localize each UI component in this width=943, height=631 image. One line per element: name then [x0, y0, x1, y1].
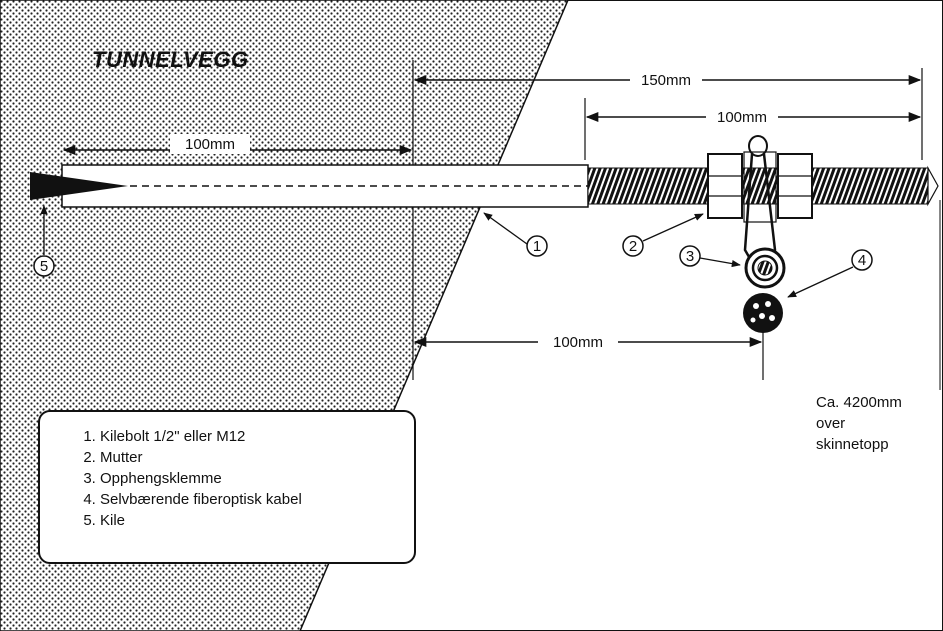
fiber-strand-3 — [759, 313, 765, 319]
legend-item-2: Mutter — [100, 447, 414, 468]
legend-list: Kilebolt 1/2" eller M12 Mutter Opphengsk… — [80, 426, 414, 531]
fiber-strand-1 — [753, 303, 759, 309]
callout-5-circle — [33, 255, 55, 277]
legend-item-5: Kile — [100, 510, 414, 531]
dim-label-thread-100: 100mm — [717, 109, 767, 126]
height-note-line-2: over — [816, 415, 846, 432]
fiber-strand-5 — [750, 317, 756, 323]
dim-label-bottom-100: 100mm — [553, 334, 603, 351]
clamp-messenger-wire — [757, 260, 773, 276]
callout-5-number: 5 — [40, 258, 48, 275]
callout-3-leader — [699, 257, 741, 268]
callout-4-leader — [787, 266, 854, 298]
legend-box: Kilebolt 1/2" eller M12 Mutter Opphengsk… — [38, 410, 416, 564]
dim-label-150: 150mm — [641, 72, 691, 89]
legend-item-3: Opphengsklemme — [100, 468, 414, 489]
legend-item-4: Selvbærende fiberoptisk kabel — [100, 489, 414, 510]
nut-left — [707, 153, 743, 219]
nut-right — [777, 153, 813, 219]
bolt-thread — [587, 167, 929, 205]
callout-2-circle — [622, 235, 644, 257]
dim-label-bg-thread — [706, 107, 778, 127]
wedge — [30, 172, 128, 200]
legend-item-1: Kilebolt 1/2" eller M12 — [100, 426, 414, 447]
dim-label-embed-100: 100mm — [185, 136, 235, 153]
wall-title: TUNNELVEGG — [92, 47, 249, 72]
callout-3-number: 3 — [686, 248, 694, 265]
callout-2-number: 2 — [629, 238, 637, 255]
dim-label-bg-150 — [630, 70, 702, 90]
fiber-cable-jacket — [743, 293, 783, 333]
height-note-line-3: skinnetopp — [816, 436, 889, 453]
callout-3-circle — [679, 245, 701, 267]
fiber-strand-2 — [765, 301, 771, 307]
callout-1-leader — [483, 212, 528, 245]
clamp-body — [743, 151, 777, 223]
dim-label-bg-bottom — [538, 332, 618, 352]
callout-4-circle — [851, 249, 873, 271]
height-note-line-1: Ca. 4200mm — [816, 394, 902, 411]
callout-4-number: 4 — [858, 252, 866, 269]
callout-2-leader — [642, 213, 704, 242]
callout-1-circle — [526, 235, 548, 257]
bolt-tip — [927, 165, 939, 207]
dim-label-bg-embed — [170, 134, 250, 154]
fiber-strand-4 — [769, 315, 775, 321]
callout-1-number: 1 — [533, 238, 541, 255]
clamp-eye — [748, 135, 768, 157]
height-note: Ca. 4200mm over skinnetopp — [816, 392, 943, 455]
